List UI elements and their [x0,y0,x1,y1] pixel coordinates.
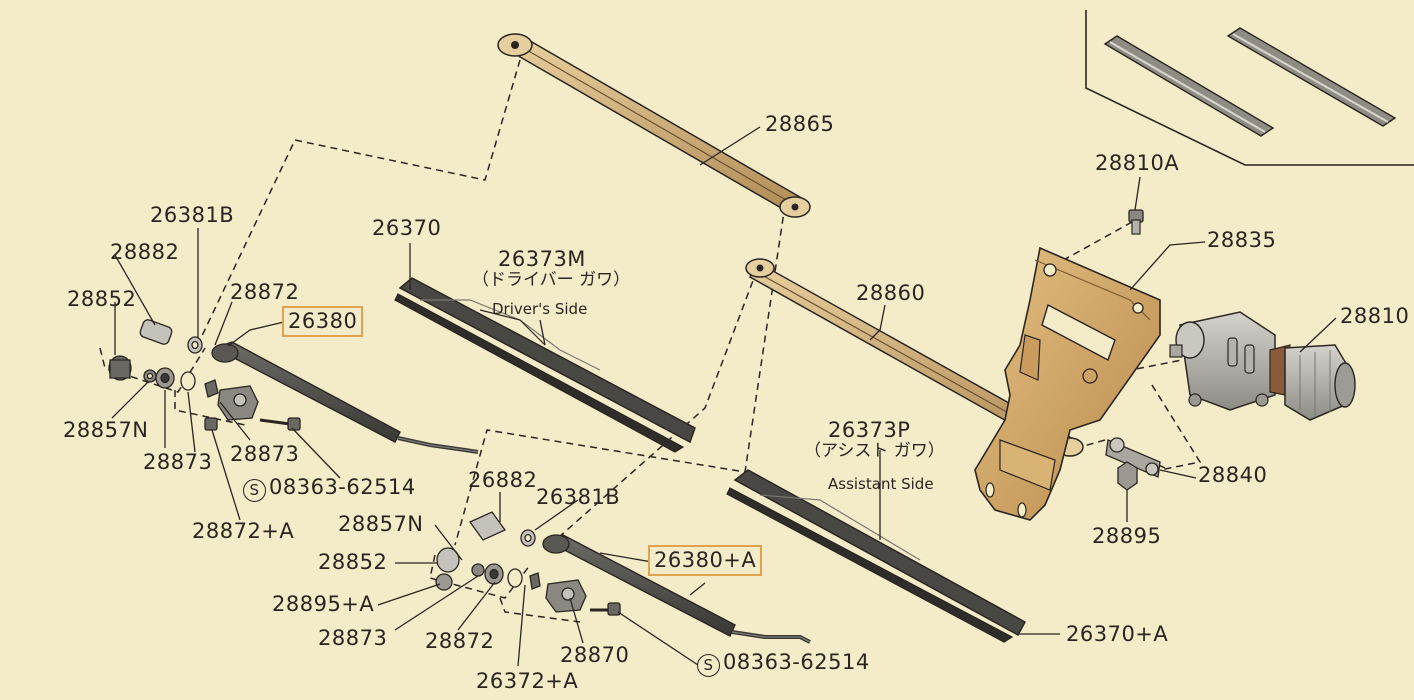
label-28873-bottom: 28873 [318,626,388,650]
drive-rod-28865 [497,33,811,218]
label-26372a: 26372+A [476,669,579,693]
label-26882: 26882 [468,468,538,492]
label-26373p: 26373P [828,418,911,442]
s-symbol: S [697,654,720,677]
label-28857n-top: 28857N [63,418,149,442]
link-28840 [1105,437,1161,478]
wiper-arm-26380 [211,341,479,454]
label-26373p-jp: （アシスト ガワ） [804,441,945,461]
label-28810: 28810 [1340,304,1410,328]
label-26380a: 26380+A [648,545,763,576]
label-28872-top: 28872 [230,280,300,304]
label-08363-bottom-number: 08363-62514 [723,650,870,674]
wiper-motor-28810 [1169,311,1356,421]
drive-rod-28860 [745,258,1084,457]
label-28895: 28895 [1092,524,1162,548]
label-28872-bottom: 28872 [425,629,495,653]
label-26381b-top: 26381B [150,203,235,227]
blade-refill-strips [1103,27,1397,137]
label-28852-top: 28852 [67,287,137,311]
label-28835: 28835 [1207,228,1277,252]
label-28852-bottom: 28852 [318,550,388,574]
s-symbol: S [243,479,266,502]
leader-lines [111,126,1337,667]
label-28865: 28865 [765,112,835,136]
label-drivers-side: Driver's Side [492,300,588,318]
label-26381b-bottom: 26381B [536,485,621,509]
wiper-blade-26373p [726,469,1027,643]
label-28882-top: 28882 [110,240,180,264]
label-26380: 26380 [282,306,364,337]
nut-28895 [1117,461,1138,491]
label-26370: 26370 [372,216,442,240]
bolt-28810a [1128,209,1144,235]
label-26373m-jp: （ドライバー ガワ） [472,270,631,290]
label-28810a: 28810A [1095,151,1180,175]
label-26373m: 26373M [498,247,586,271]
label-28857n-bottom: 28857N [338,512,424,536]
motor-bracket-28835 [974,246,1161,521]
small-parts-bottom [435,511,621,616]
label-28873-a: 28873 [143,450,213,474]
label-28860: 28860 [856,281,926,305]
refill-inset [1085,10,1414,166]
label-28872a: 28872+A [192,519,295,543]
small-parts-top [108,319,301,431]
wiper-arm-26380a [542,534,811,644]
label-26370a: 26370+A [1066,622,1169,646]
label-08363-top-number: 08363-62514 [269,475,416,499]
label-28870: 28870 [560,643,630,667]
label-28840: 28840 [1198,463,1268,487]
label-assistant-side: Assistant Side [828,475,934,493]
label-28873-b: 28873 [230,442,300,466]
label-28895a: 28895+A [272,592,375,616]
wiper-blade-26373m [394,277,696,453]
